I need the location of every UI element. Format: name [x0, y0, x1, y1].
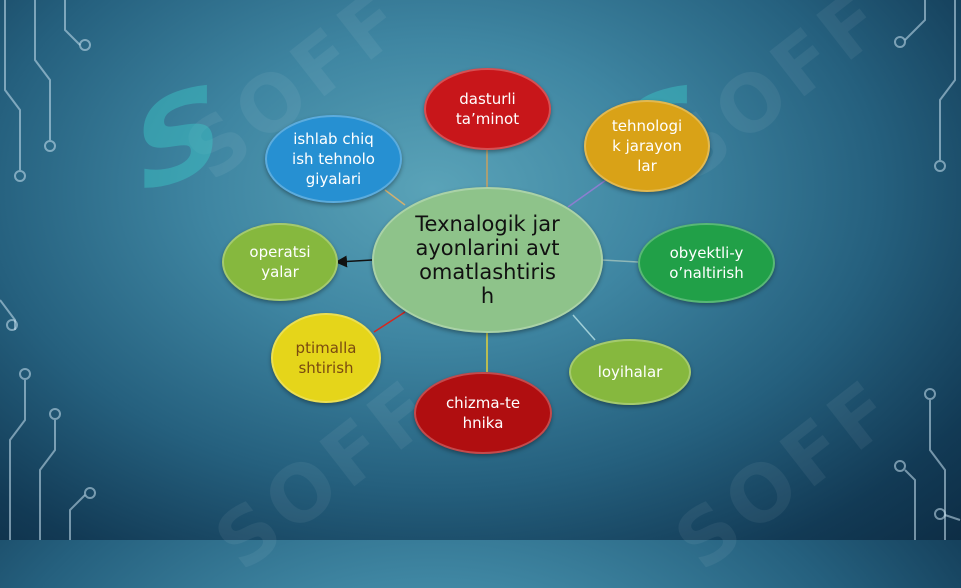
node-label: obyektli-yo’naltirish — [669, 244, 744, 282]
center-label: Texnalogik jarayonlarini avtomatlashtiri… — [415, 212, 560, 308]
node-label: tehnologik jarayonlar — [611, 117, 683, 175]
node-label: dasturli ta’minot — [455, 90, 520, 128]
connectors — [335, 150, 639, 372]
node-operatsiyalar: operatsiyalar — [222, 223, 338, 301]
node-chizma: chizma-tehnika — [414, 372, 552, 454]
node-label: loyihalar — [597, 363, 663, 381]
node-obyektli: obyektli-yo’naltirish — [638, 223, 775, 303]
connector-optimal — [373, 311, 406, 333]
node-dasturli: dasturli ta’minot — [424, 68, 551, 150]
node-label: ptimallashtirish — [295, 339, 357, 377]
node-label: ishlab chiqish tehnologiyalari — [292, 130, 375, 188]
node-tehnologik: tehnologik jarayonlar — [584, 100, 710, 192]
circuit-lines — [0, 0, 961, 540]
background-decoration: SOFF SOFF SOFF SOFF S S — [0, 0, 961, 540]
connector-obyektli — [601, 259, 639, 263]
connector-operatsiyalar — [335, 255, 373, 268]
connector-loyihalar — [572, 314, 596, 341]
node-label: operatsiyalar — [249, 243, 311, 281]
node-loyihalar: loyihalar — [569, 339, 691, 405]
connector-ishlab — [384, 189, 406, 206]
node-label: chizma-tehnika — [445, 394, 521, 432]
connector-tehnologik — [567, 179, 607, 208]
node-ishlab: ishlab chiqish tehnologiyalari — [265, 115, 402, 203]
node-optimal: ptimallashtirish — [271, 313, 381, 403]
center-node: Texnalogik jarayonlarini avtomatlashtiri… — [372, 187, 603, 333]
